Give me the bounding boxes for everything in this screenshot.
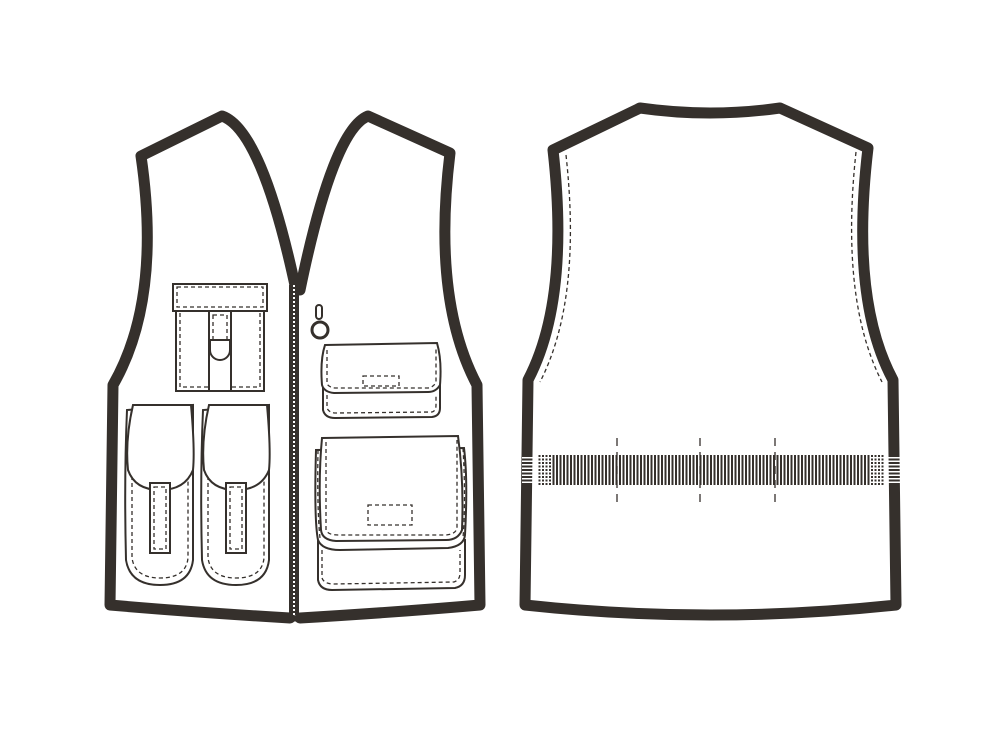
back-armhole-stitch-right: [850, 151, 883, 383]
cargo-pocket-right: [314, 434, 468, 592]
right-binding: [294, 110, 486, 624]
cargo-pocket-left-2: [200, 403, 271, 587]
back-armhole-stitch-left: [539, 154, 572, 383]
chest-pocket-right: [320, 341, 442, 420]
back-body: [521, 106, 900, 617]
back-binding: [519, 102, 902, 621]
zipper-pull: [310, 304, 330, 340]
left-binding: [104, 110, 302, 624]
band-tack-marks: [616, 438, 776, 508]
back-waist-band: [537, 455, 885, 485]
chest-pocket-left: [172, 283, 268, 392]
vest-front: [104, 110, 486, 624]
cargo-pocket-left-1: [124, 403, 195, 587]
vest-back: [519, 102, 902, 621]
